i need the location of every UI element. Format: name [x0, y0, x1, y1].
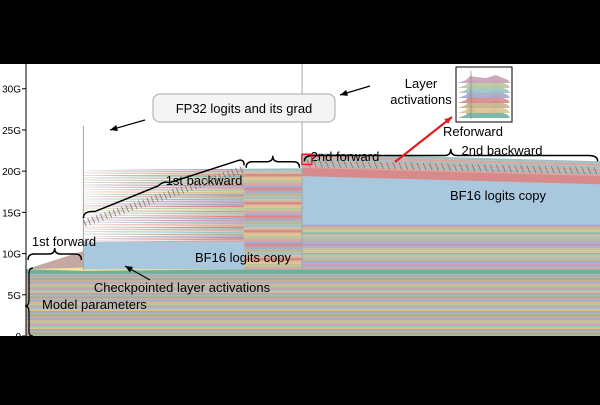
forward2-stripe — [244, 230, 301, 233]
model-params-stripe — [26, 323, 600, 325]
forward2-stripe — [244, 199, 301, 202]
label-layer-activations-1: Layer — [405, 76, 438, 91]
backward2-lower-stripe — [302, 232, 600, 234]
backward2-lower-stripe — [302, 263, 600, 265]
forward2-stripe — [244, 208, 301, 211]
backward2-lower-stripe — [302, 242, 600, 244]
backward2-lower-stripe — [302, 259, 600, 261]
forward2-stripe — [244, 210, 301, 213]
forward2-stripe — [244, 233, 301, 236]
forward2-stripe — [244, 194, 301, 197]
backward2-lower-stripe — [302, 251, 600, 253]
forward2-stripe — [244, 196, 301, 199]
backward2-lower-stripe — [302, 265, 600, 267]
forward2-stripe — [244, 236, 301, 239]
label-bf16-right: BF16 logits copy — [450, 188, 547, 203]
forward2-stripe — [244, 177, 301, 180]
forward2-stripe — [244, 185, 301, 188]
backward2-lower-stripe — [302, 234, 600, 236]
label-fp32-logits: FP32 logits and its grad — [176, 101, 313, 116]
forward2-stripe — [244, 222, 301, 225]
backward2-lower-stripe — [302, 238, 600, 240]
forward2-stripe — [244, 227, 301, 230]
model-params-stripe — [26, 332, 600, 334]
model-params-stripe — [26, 327, 600, 329]
forward2-stripe — [244, 224, 301, 227]
model-params-stripe — [26, 321, 600, 323]
forward2-stripe — [244, 188, 301, 191]
y-tick-label: 15G — [2, 208, 21, 219]
forward2-stripe — [244, 213, 301, 216]
y-tick-label: 10G — [2, 250, 21, 261]
model-params-stripe — [26, 274, 600, 276]
label-reforward: Reforward — [443, 124, 503, 139]
model-params-stripe — [26, 331, 600, 333]
label-2nd-forward: 2nd forward — [311, 149, 380, 164]
forward2-stripe — [244, 244, 301, 247]
forward2-stripe — [244, 238, 301, 241]
model-params-stripe — [26, 318, 600, 320]
backward2-lower-stripe — [302, 255, 600, 257]
y-tick-label: 0 — [15, 332, 21, 343]
backward2-lower-stripe — [302, 230, 600, 232]
model-params-stripe — [26, 314, 600, 316]
backward2-lower-stripe — [302, 253, 600, 255]
label-bf16-left: BF16 logits copy — [195, 250, 292, 265]
forward2-stripe — [244, 191, 301, 194]
forward2-stripe — [244, 205, 301, 208]
forward2-stripe — [244, 241, 301, 244]
forward2-stripe — [244, 202, 301, 205]
label-model-params: Model parameters — [42, 297, 147, 312]
backward2-lower-stripe — [302, 261, 600, 263]
forward2-stripe — [244, 182, 301, 185]
y-tick-label: 5G — [8, 291, 22, 302]
forward2-stripe — [244, 168, 301, 171]
model-params-stripe — [26, 276, 600, 278]
backward2-lower-stripe — [302, 228, 600, 230]
backward2-lower-stripe — [302, 257, 600, 259]
model-params-stripe — [26, 316, 600, 318]
model-params-stripe — [26, 320, 600, 322]
model-params-stripe — [26, 325, 600, 327]
forward2-stripe — [244, 174, 301, 177]
forward2-stripe — [244, 180, 301, 183]
label-checkpointed: Checkpointed layer activations — [94, 280, 271, 295]
forward2-stripe — [244, 219, 301, 222]
reforward-inset — [456, 67, 512, 122]
model-params-stripe — [26, 312, 600, 314]
backward2-lower-stripe — [302, 226, 600, 228]
backward2-lower-stripe — [302, 240, 600, 242]
label-layer-activations-2: activations — [390, 92, 452, 107]
backward2-lower-stripe — [302, 247, 600, 249]
backward2-lower-stripe — [302, 249, 600, 251]
backward2-lower-stripe — [302, 245, 600, 247]
forward2-stripe — [244, 266, 301, 269]
label-1st-forward: 1st forward — [32, 234, 96, 249]
y-tick-label: 25G — [2, 126, 21, 137]
model-params-stripe — [26, 334, 600, 336]
y-tick-label: 30G — [2, 85, 21, 96]
forward2-stripe — [244, 171, 301, 174]
backward2-lower-stripe — [302, 236, 600, 238]
y-tick-label: 20G — [2, 167, 21, 178]
model-params-stripe — [26, 329, 600, 331]
backward2-lower-stripe — [302, 267, 600, 269]
forward2-stripe — [244, 216, 301, 219]
